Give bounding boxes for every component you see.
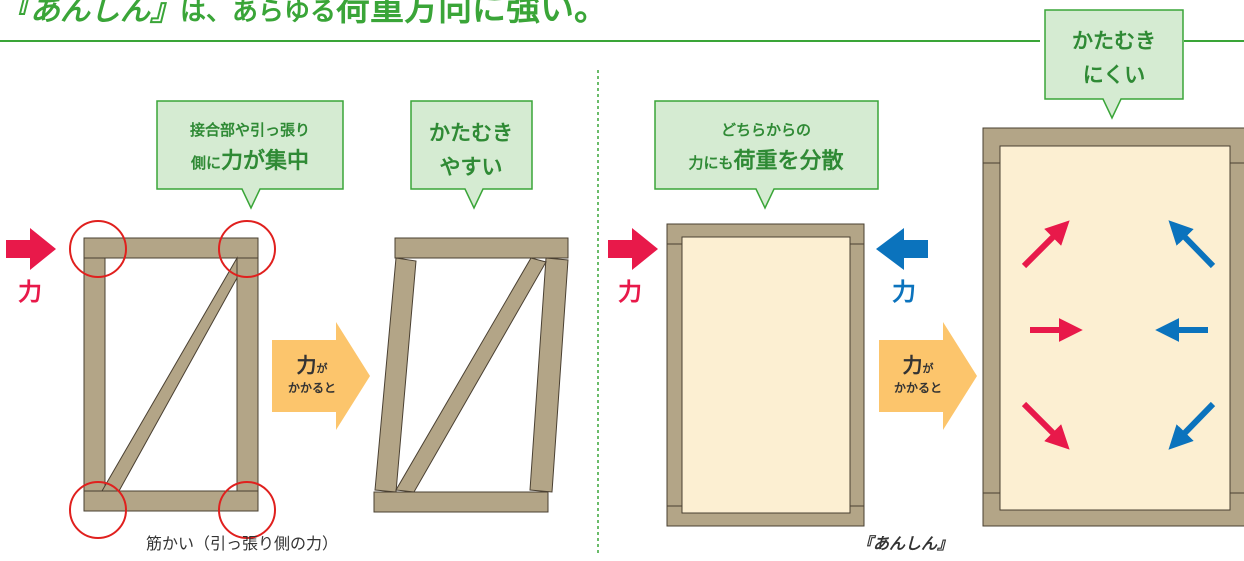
brace-frame-before [83, 237, 259, 512]
frame-diagonal-brace [101, 256, 238, 492]
load-arrow-red-up [1021, 220, 1070, 269]
load-arrow-blue-down [1168, 401, 1216, 450]
transition-left-big: 力 [297, 353, 317, 377]
force-label-right-panel-blue: 力 [892, 278, 916, 306]
callout-resist-line2: にくい [1083, 63, 1146, 87]
force-arrow-right-panel-red [608, 228, 658, 270]
transition-left-line1: 力が [297, 353, 328, 377]
callout-disperse-line2-pre: 力にも [688, 154, 733, 172]
force-label-left: 力 [18, 278, 42, 306]
load-arrow-blue-up [1168, 220, 1216, 269]
transition-right-line1: 力が [903, 353, 934, 377]
callout-disperse-line1: どちらからの [721, 121, 811, 139]
callout-disperse: どちらからの 力にも荷重を分散 [654, 100, 879, 210]
transition-right-small: が [923, 361, 934, 375]
callout-tilt-line2: やすい [440, 155, 503, 179]
caption-left: 筋かい（引っ張り側の力） [146, 534, 338, 553]
stress-circle-top-left [69, 220, 127, 278]
frame-left-post [83, 257, 106, 492]
deformed-top-beam [394, 237, 569, 259]
transition-arrow-left: 力が かかると [272, 322, 370, 430]
callout-stress-line1: 接合部や引っ張り [190, 121, 310, 139]
transition-arrow-right: 力が かかると [879, 322, 977, 430]
load-arrow-red-down [1021, 401, 1070, 450]
title-brand: 『あんしん』 [0, 0, 180, 28]
stress-circle-bottom-right [218, 481, 276, 539]
dispersed-load-arrows [1021, 220, 1216, 450]
title-emphasis: 荷重方向に強い。 [336, 0, 608, 29]
anshin-before-board [681, 236, 851, 514]
deformed-bottom-beam [373, 491, 549, 513]
callout-stress-line2-bold: 力が集中 [221, 148, 309, 174]
callout-resist-line1: かたむき [1072, 29, 1156, 53]
brace-frame-after [373, 237, 569, 513]
callout-stress: 接合部や引っ張り 側に力が集中 [156, 100, 344, 210]
stress-circles [69, 220, 276, 539]
force-label-right-panel-red: 力 [618, 278, 642, 306]
deformed-right-post [529, 257, 569, 493]
transition-right-line2: かかると [894, 381, 942, 395]
callout-stress-line2: 側に力が集中 [190, 148, 309, 174]
transition-left-small: が [317, 361, 328, 375]
transition-right-big: 力 [903, 353, 923, 377]
callout-resist: かたむき にくい [1044, 9, 1184, 120]
transition-left-line2: かかると [288, 381, 336, 395]
force-arrow-right-panel-blue [876, 228, 928, 270]
frame-right-post [236, 257, 259, 492]
stress-circle-bottom-left [69, 481, 127, 539]
callout-disperse-line2: 力にも荷重を分散 [688, 149, 844, 174]
title-middle: は、あらゆる [180, 0, 336, 27]
deformed-diagonal-brace [395, 257, 547, 493]
caption-right: 『あんしん』 [857, 534, 953, 553]
page-title: 『あんしん』は、あらゆる荷重方向に強い。 [0, 0, 608, 29]
callout-tilt: かたむき やすい [410, 100, 533, 210]
frame-top-beam [83, 237, 259, 259]
callout-stress-line2-pre: 側に [190, 154, 221, 172]
deformed-left-post [374, 257, 417, 493]
stress-circle-top-right [218, 220, 276, 278]
force-arrow-left [6, 228, 56, 270]
callout-disperse-line2-bold: 荷重を分散 [734, 149, 845, 174]
frame-bottom-beam [83, 490, 259, 512]
anshin-panel-before [666, 223, 865, 527]
callout-tilt-line1: かたむき [429, 121, 513, 145]
